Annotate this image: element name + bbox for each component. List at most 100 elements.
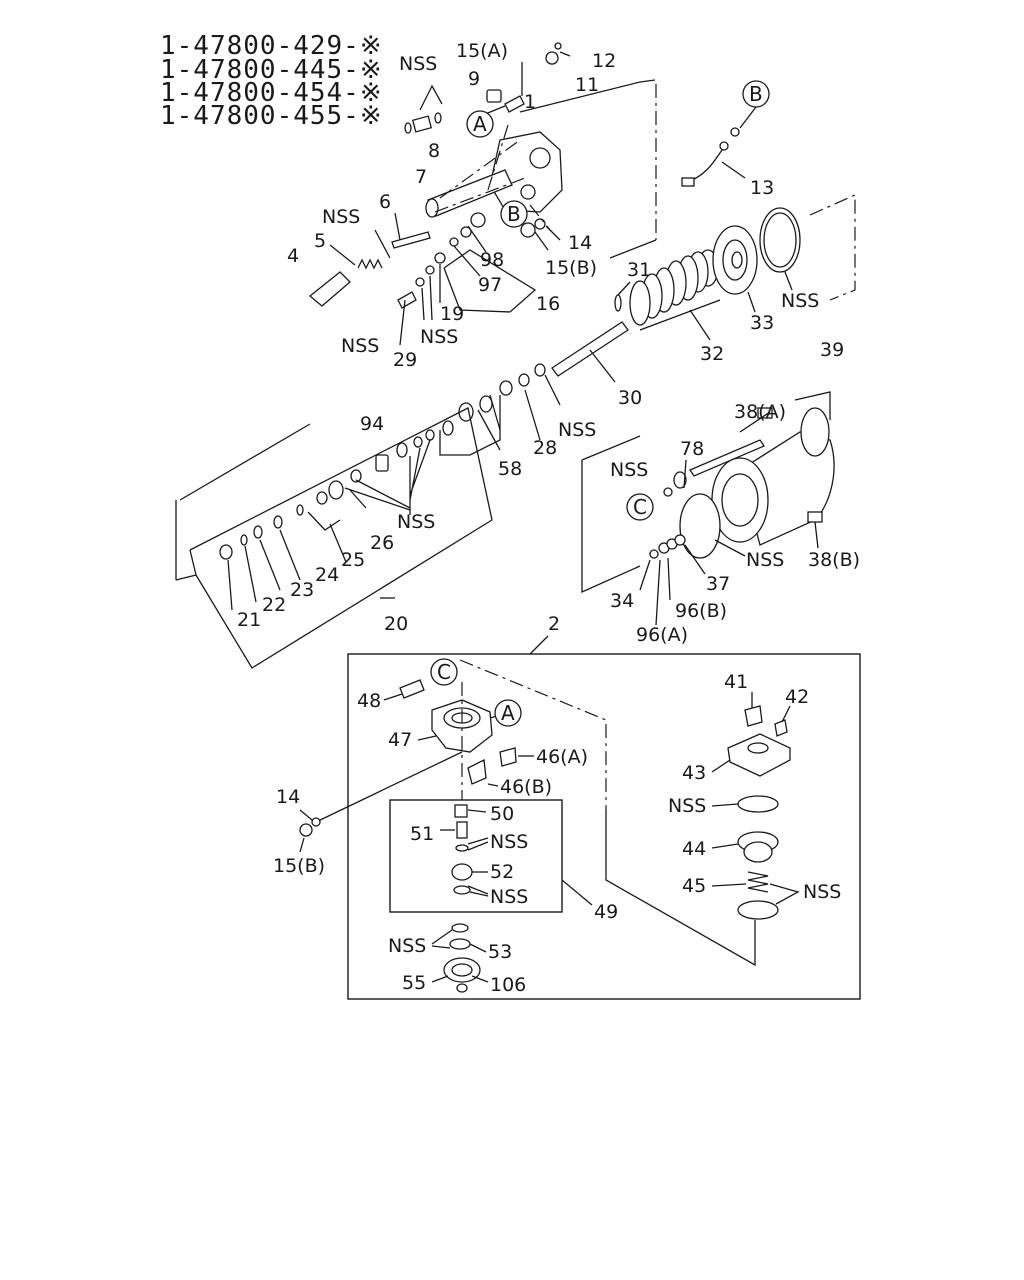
nut-part-11 [545,51,559,65]
callout-labels: NSS 15(A) 12 9 11 1 8 7 6 NSS 5 4 13 14 … [237,40,860,996]
label-nss-kit: NSS [397,511,435,533]
svg-text:B: B [507,202,521,226]
bellows-boot-part-32 [629,280,651,326]
cap-part-9 [486,89,502,103]
label-49: 49 [594,901,618,923]
label-15a: 15(A) [456,40,508,62]
label-29: 29 [393,349,417,371]
label-97: 97 [478,274,502,296]
ref-circle-a-upper: A [466,110,494,138]
label-52: 52 [490,861,514,883]
fitting-part-15a [504,95,525,113]
label-58: 58 [498,458,522,480]
label-nss-45: NSS [803,881,841,903]
o-ring-nss-upper [737,795,779,813]
label-23: 23 [290,579,314,601]
label-38a: 38(A) [734,401,786,423]
washer-part-14-lower [311,817,321,827]
label-43: 43 [682,762,706,784]
valve-body-group [308,42,746,346]
bushing-part-78 [673,471,687,489]
spring-part-51 [456,821,468,839]
seal-kit-group [175,373,541,669]
part-number-list: 1-47800-429-※ 1-47800-445-※ 1-47800-454-… [160,31,383,131]
hose-part-13 [687,149,723,183]
label-98: 98 [480,249,504,271]
label-16: 16 [536,293,560,315]
label-11: 11 [575,74,599,96]
label-96b: 96(B) [675,600,727,622]
label-26: 26 [370,532,394,554]
label-1: 1 [524,91,536,113]
washer-part-14 [534,218,546,230]
kit-box-49 [389,799,563,913]
screw-part-29 [397,291,417,309]
label-21: 21 [237,609,261,631]
label-nss-53: NSS [388,935,426,957]
label-25: 25 [341,549,365,571]
part-number-4: 1-47800-455-※ [160,101,383,131]
label-50: 50 [490,803,514,825]
label-46b: 46(B) [500,776,552,798]
ring-part-19 [415,277,425,287]
label-96a: 96(A) [636,624,688,646]
svg-text:C: C [437,660,451,684]
sleeve-part-8 [411,115,433,133]
label-44: 44 [682,838,706,860]
label-15b: 15(B) [545,257,597,279]
nut-part-37 [674,534,686,546]
label-19: 19 [440,303,464,325]
plunger-part-4 [308,271,351,307]
pump-assembly-box [347,653,861,1000]
label-24: 24 [315,564,339,586]
ref-circle-b-right: B [742,80,770,108]
label-34: 34 [610,590,634,612]
label-48: 48 [357,690,381,712]
label-nss-51: NSS [490,831,528,853]
fitting-part-46b [467,759,487,785]
spring-part-5 [357,258,383,270]
rod-part-6 [391,231,431,249]
bolt-part-106 [456,983,468,993]
label-nss-33: NSS [781,290,819,312]
valve-part-50 [454,804,468,818]
label-22: 22 [262,594,286,616]
fitting-part-41 [744,705,763,727]
label-13: 13 [750,177,774,199]
label-14-lower: 14 [276,786,300,808]
seal-part-98 [470,212,486,228]
label-nss-43: NSS [668,795,706,817]
label-39: 39 [820,339,844,361]
label-9: 9 [468,68,480,90]
label-14: 14 [568,232,592,254]
washer-part-53 [449,938,471,950]
fitting-part-48 [399,679,425,699]
label-nss-78: NSS [610,459,648,481]
label-31: 31 [627,259,651,281]
label-37: 37 [706,573,730,595]
label-15b-lower: 15(B) [273,855,325,877]
label-33: 33 [750,312,774,334]
label-55: 55 [402,972,426,994]
pump-assembly-parts [315,659,800,993]
cylinder-group [581,391,835,626]
nut-part-15b [520,222,536,238]
label-41: 41 [724,671,748,693]
label-nss-30: NSS [558,419,596,441]
svg-text:C: C [633,495,647,519]
bushing-part-94 [375,454,389,472]
spring-part-45 [747,871,769,893]
washer-part-34 [649,549,659,559]
seat-part-52 [451,863,473,881]
label-20: 20 [384,613,408,635]
bolt-part-38b [807,511,823,523]
label-6: 6 [379,191,391,213]
washer-part-12 [554,42,562,50]
label-106: 106 [490,974,526,996]
label-94: 94 [360,413,384,435]
label-8: 8 [428,140,440,162]
cover-part-43 [727,733,791,777]
fitting-part-46a [499,747,517,767]
label-45: 45 [682,875,706,897]
label-51: 51 [410,823,434,845]
